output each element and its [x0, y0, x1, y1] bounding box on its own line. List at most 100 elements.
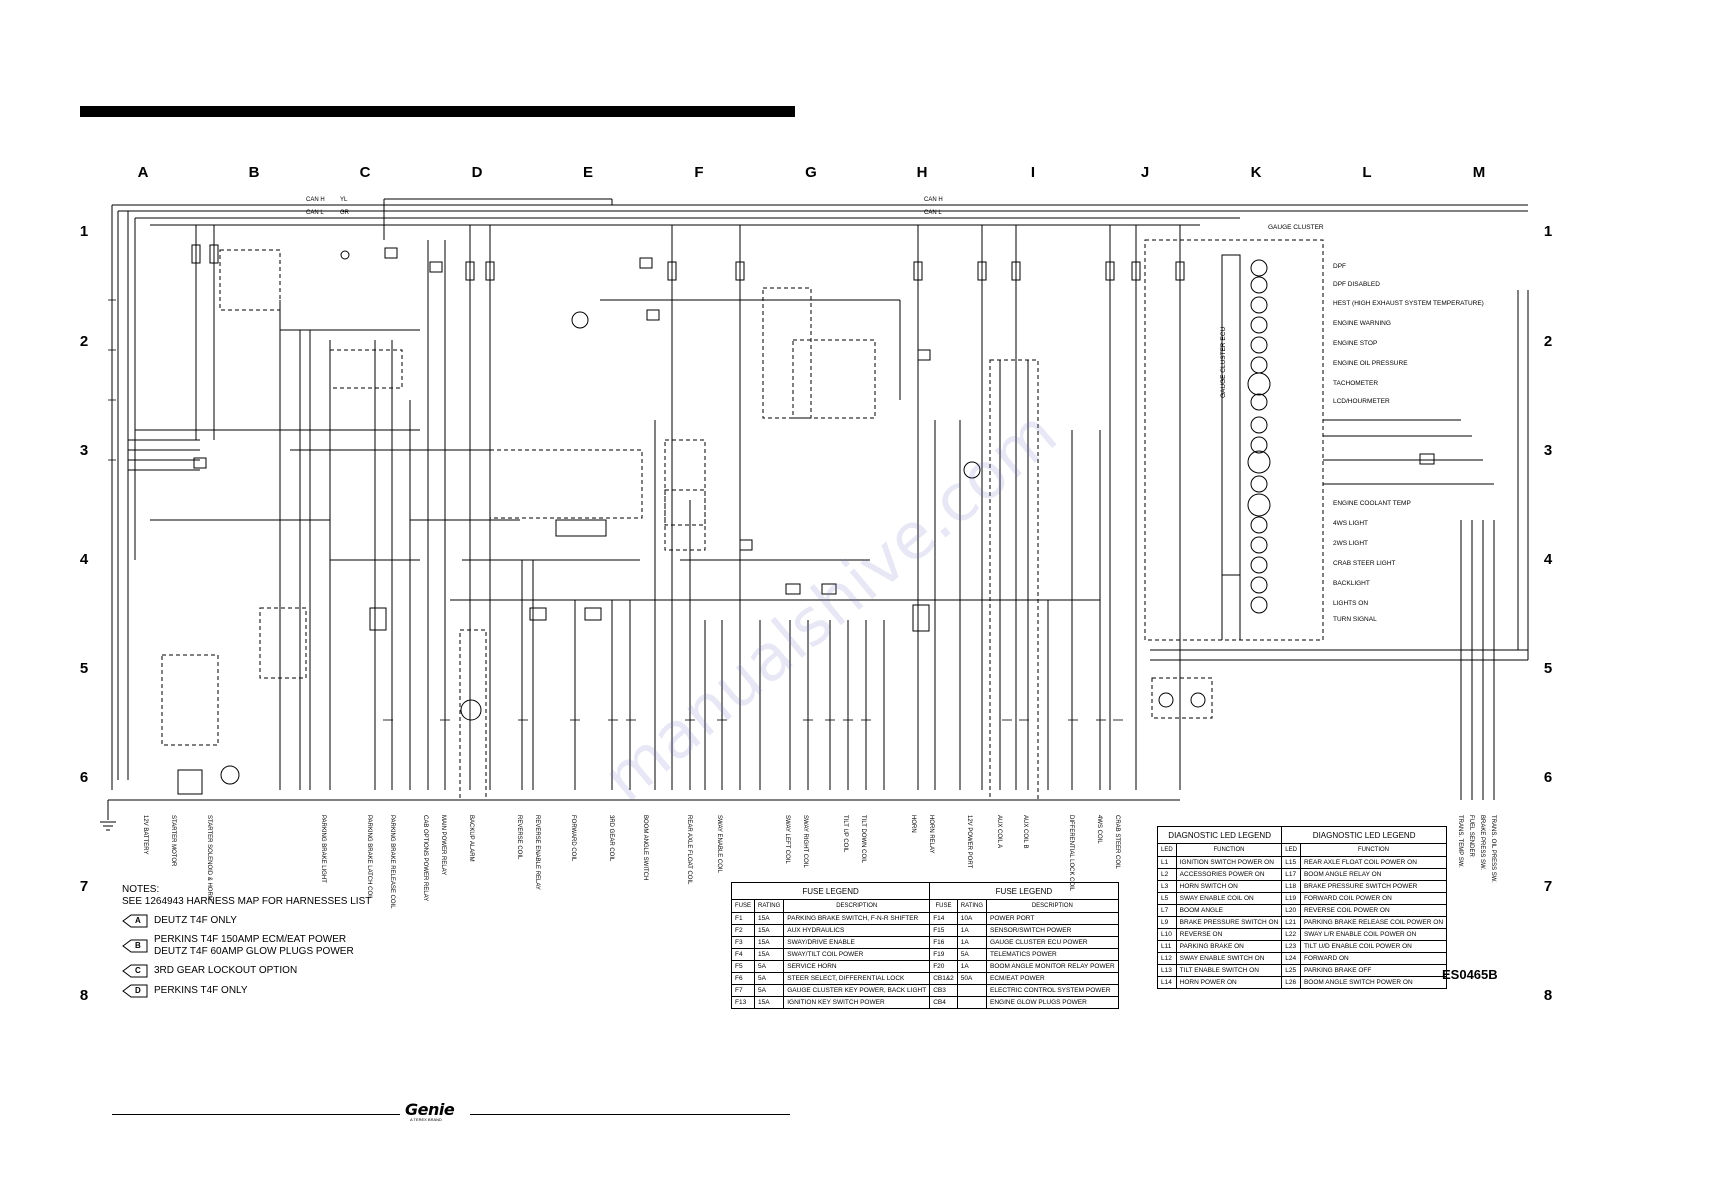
- column-label: J: [1140, 164, 1150, 181]
- table-cell: F19: [929, 948, 958, 961]
- table-cell: F1: [730, 912, 756, 925]
- table-cell: L19: [1281, 892, 1301, 905]
- row-label: 5: [1543, 660, 1553, 677]
- column-header: DESCRIPTION: [783, 899, 931, 913]
- table-cell: L17: [1281, 868, 1301, 881]
- table-cell: BRAKE PRESSURE SWITCH POWER: [1299, 880, 1448, 893]
- table-cell: L15: [1281, 856, 1301, 869]
- table-cell: CB4: [929, 996, 958, 1009]
- cluster-item: ENGINE COOLANT TEMP: [1333, 500, 1411, 507]
- component-label: SWAY RIGHT COIL: [802, 815, 808, 868]
- document-number: ES0465B: [1442, 967, 1498, 982]
- column-header: FUNCTION: [1299, 843, 1448, 857]
- row-label: 4: [1543, 551, 1553, 568]
- table-cell: 1A: [956, 960, 988, 973]
- table-cell: F20: [929, 960, 958, 973]
- table-cell: IGNITION SWITCH POWER ON: [1175, 856, 1283, 869]
- can-h-label: CAN H: [924, 197, 943, 203]
- table-cell: 5A: [956, 948, 988, 961]
- note-flag-icon: D: [122, 984, 148, 998]
- note-item: A DEUTZ T4F ONLY: [122, 914, 371, 928]
- footer-rule: [112, 1114, 400, 1115]
- table-cell: L3: [1157, 880, 1177, 893]
- can-l-label: CAN L: [924, 210, 942, 216]
- table-cell: CB3: [929, 984, 958, 997]
- table-cell: IGNITION KEY SWITCH POWER: [783, 996, 931, 1009]
- table-cell: L14: [1157, 976, 1177, 989]
- component-label: TILT DOWN COIL: [860, 815, 866, 864]
- table-cell: L13: [1157, 964, 1177, 977]
- table-cell: F5: [730, 960, 756, 973]
- column-label: B: [248, 164, 260, 181]
- table-cell: HORN POWER ON: [1175, 976, 1283, 989]
- row-label: 1: [79, 223, 89, 240]
- table-cell: BOOM ANGLE RELAY ON: [1299, 868, 1448, 881]
- column-label: E: [582, 164, 593, 181]
- led-legend-title: DIAGNOSTIC LED LEGEND: [1281, 826, 1448, 844]
- component-label: TRANS. TEMP SW.: [1457, 815, 1463, 868]
- table-cell: TELEMATICS POWER: [986, 948, 1119, 961]
- column-header: RATING: [956, 899, 988, 913]
- table-cell: BRAKE PRESSURE SWITCH ON: [1175, 916, 1283, 929]
- column-header: LED: [1157, 843, 1177, 857]
- column-label: G: [805, 164, 817, 181]
- table-cell: GAUGE CLUSTER ECU POWER: [986, 936, 1119, 949]
- cluster-item: 2WS LIGHT: [1333, 540, 1369, 547]
- row-label: 4: [79, 551, 89, 568]
- cluster-item: ENGINE OIL PRESSURE: [1333, 360, 1408, 367]
- table-cell: 10A: [956, 912, 988, 925]
- table-cell: STEER SELECT, DIFFERENTIAL LOCK: [783, 972, 931, 985]
- cluster-item: BACKLIGHT: [1333, 580, 1370, 587]
- table-cell: AUX HYDRAULICS: [783, 924, 931, 937]
- cluster-item: HEST (HIGH EXHAUST SYSTEM TEMPERATURE): [1333, 300, 1484, 307]
- table-cell: L23: [1281, 940, 1301, 953]
- component-label: CAB OPTIONS POWER RELAY: [422, 815, 428, 902]
- table-cell: CB1&2: [929, 972, 958, 985]
- row-label: 7: [1543, 878, 1553, 895]
- table-cell: 50A: [956, 972, 988, 985]
- table-cell: SWAY/DRIVE ENABLE: [783, 936, 931, 949]
- row-label: 3: [79, 442, 89, 459]
- column-label: F: [694, 164, 704, 181]
- column-label: C: [359, 164, 371, 181]
- column-header: RATING: [754, 899, 785, 913]
- table-cell: F13: [730, 996, 756, 1009]
- wire-color-label: YL: [340, 197, 348, 203]
- table-cell: 15A: [754, 996, 785, 1009]
- table-cell: F2: [730, 924, 756, 937]
- table-cell: L5: [1157, 892, 1177, 905]
- component-label: HORN: [910, 815, 916, 833]
- table-cell: L2: [1157, 868, 1177, 881]
- component-label: 4WS COIL: [1096, 815, 1102, 844]
- table-cell: 5A: [754, 972, 785, 985]
- note-item: C 3RD GEAR LOCKOUT OPTION: [122, 964, 371, 978]
- cluster-item: LCD/HOURMETER: [1333, 398, 1390, 405]
- table-cell: L26: [1281, 976, 1301, 989]
- component-label: FORWARD COIL: [570, 815, 576, 862]
- table-cell: F3: [730, 936, 756, 949]
- table-cell: ELECTRIC CONTROL SYSTEM POWER: [986, 984, 1119, 997]
- cluster-item: ENGINE WARNING: [1333, 320, 1391, 327]
- note-text: PERKINS T4F ONLY: [154, 985, 248, 996]
- table-cell: BOOM ANGLE SWITCH POWER ON: [1299, 976, 1448, 989]
- row-label: 2: [1543, 333, 1553, 350]
- table-cell: POWER PORT: [986, 912, 1119, 925]
- component-label: REAR AXLE FLOAT COIL: [686, 815, 692, 885]
- table-cell: REVERSE COIL POWER ON: [1299, 904, 1448, 917]
- component-label: STARTER MOTOR: [170, 815, 176, 867]
- table-cell: TILT ENABLE SWITCH ON: [1175, 964, 1283, 977]
- cluster-item: ENGINE STOP: [1333, 340, 1378, 347]
- table-cell: 15A: [754, 924, 785, 937]
- can-h-label: CAN H: [306, 197, 325, 203]
- fuse-legend-title: FUSE LEGEND: [730, 882, 931, 900]
